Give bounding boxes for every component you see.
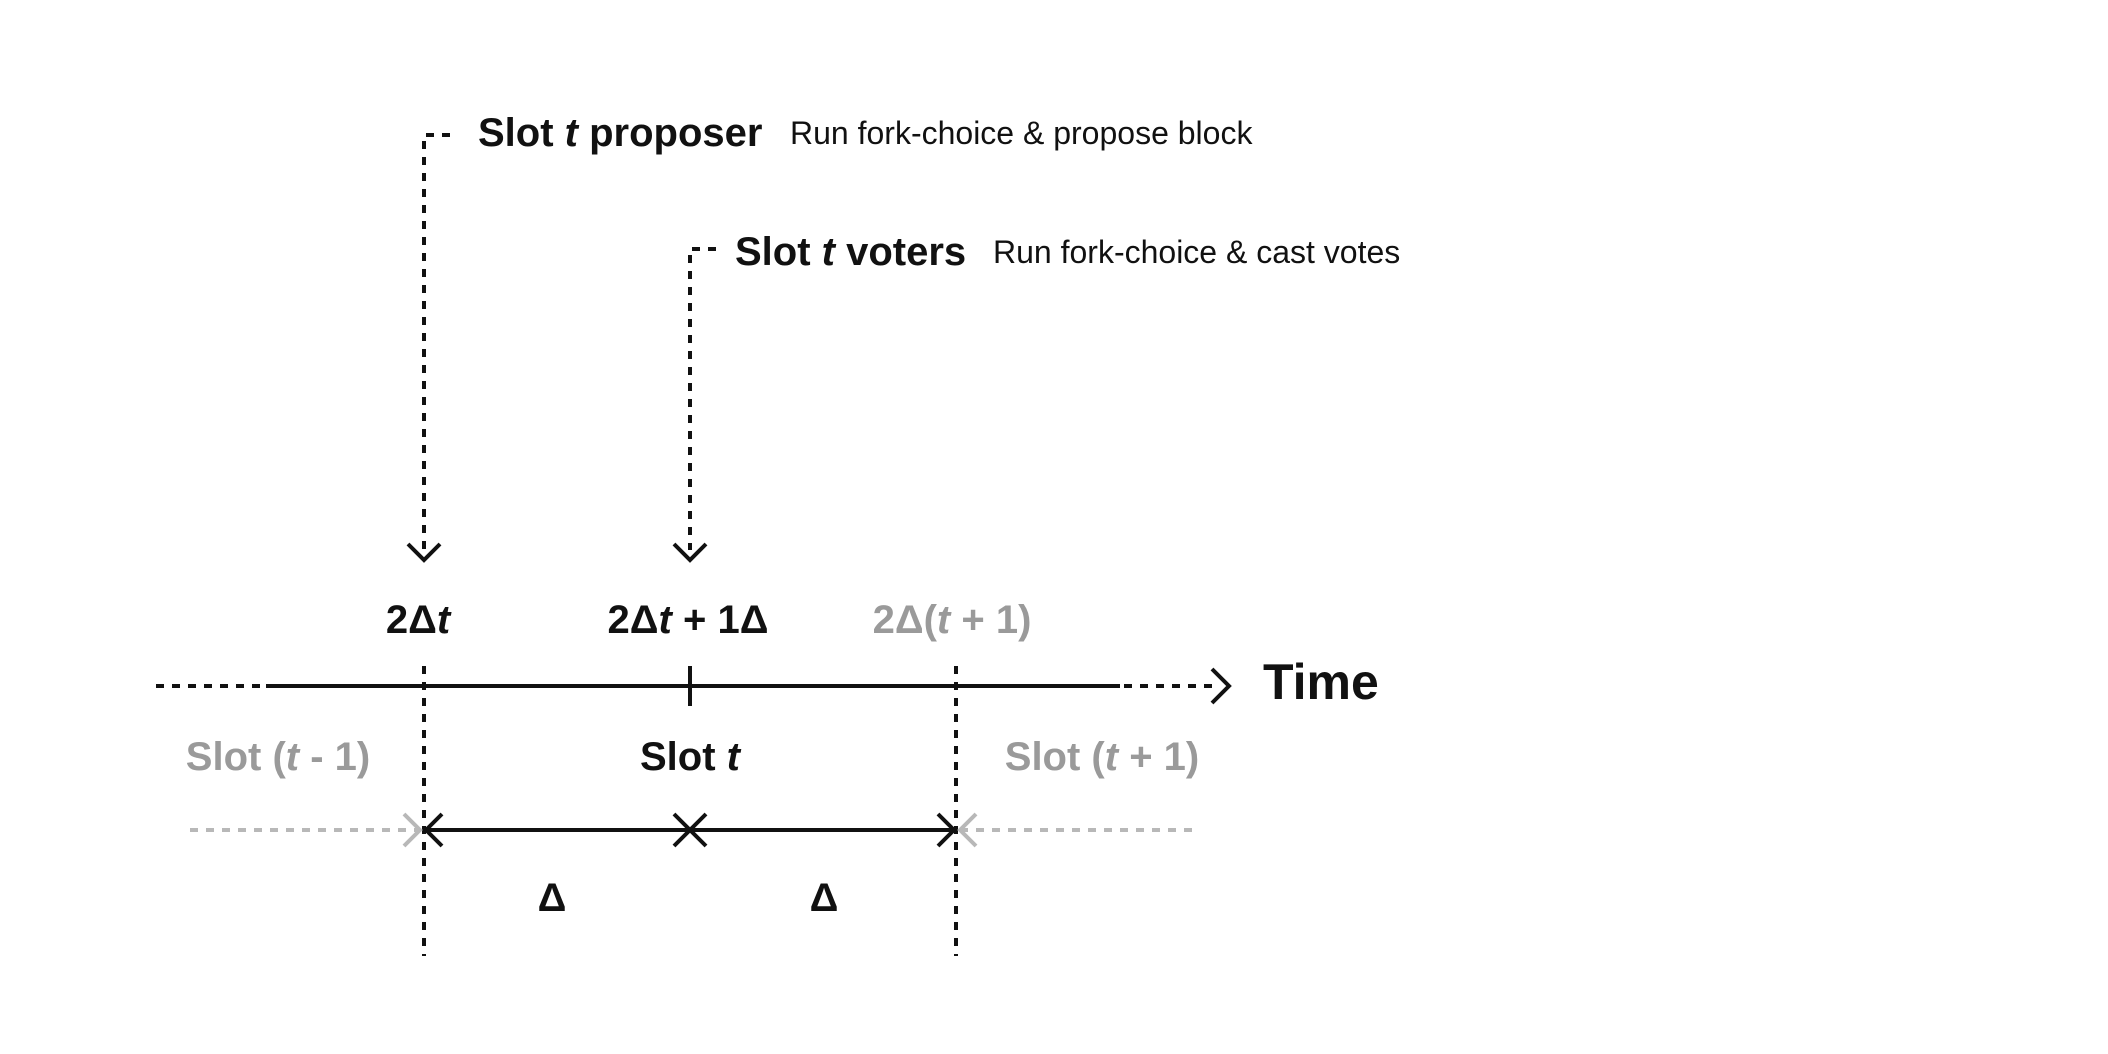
voters-callout: Slot t voters Run fork-choice & cast vot… [672, 230, 1400, 563]
proposer-description: Run fork-choice & propose block [790, 115, 1253, 151]
axis-label-time: Time [1263, 654, 1379, 710]
voters-title: Slot t voters [735, 230, 966, 274]
proposer-connector [422, 133, 450, 550]
slot-label-current: Slot t [640, 735, 742, 779]
span-next-arrowhead [957, 812, 978, 848]
tick-label-start: 2Δt [386, 598, 452, 642]
voters-arrowhead [672, 542, 708, 563]
proposer-title: Slot t proposer [478, 111, 762, 155]
interval-label-first: Δ [538, 876, 567, 920]
span-previous-arrowhead [402, 812, 423, 848]
proposer-arrowhead [406, 542, 442, 563]
voters-description: Run fork-choice & cast votes [993, 234, 1400, 270]
proposer-callout: Slot t proposer Run fork-choice & propos… [406, 111, 1253, 563]
time-axis: Time [156, 654, 1379, 710]
voters-connector [688, 247, 716, 550]
span-left-arrowhead [423, 812, 444, 848]
interval-spans [190, 812, 1196, 848]
span-mid-arrowheads [672, 812, 708, 848]
tick-label-mid: 2Δt + 1Δ [608, 598, 769, 642]
tick-label-end: 2Δ(t + 1) [873, 598, 1032, 642]
interval-label-second: Δ [810, 876, 839, 920]
span-right-arrowhead [936, 812, 957, 848]
axis-arrowhead [1210, 667, 1232, 705]
slot-label-next: Slot (t + 1) [1005, 735, 1199, 779]
slot-label-previous: Slot (t - 1) [186, 735, 370, 779]
